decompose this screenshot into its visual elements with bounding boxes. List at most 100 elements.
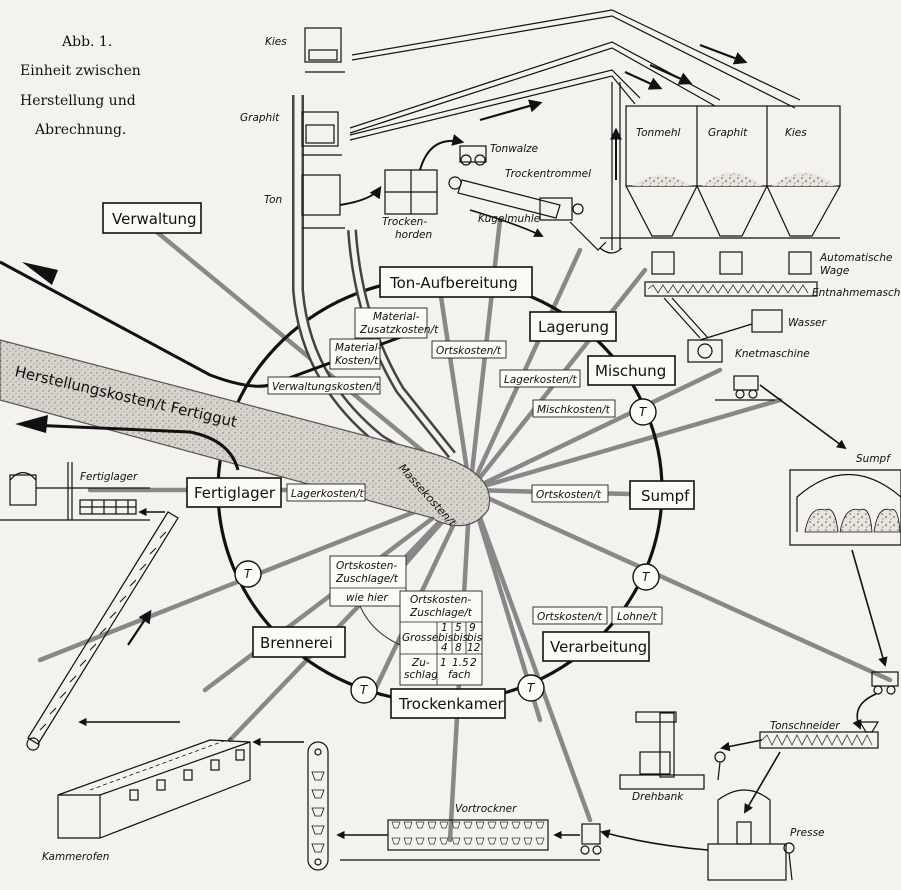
svg-text:Verwaltungskosten/t: Verwaltungskosten/t — [272, 381, 381, 393]
box-brennerei: Brennerei — [252, 626, 346, 658]
box-ton-aufbereitung: Ton-Aufbereitung — [379, 266, 533, 298]
t-node-trockenkammer: T — [350, 676, 378, 704]
label-lohne: Lohne/t — [611, 606, 663, 625]
svg-text:Sumpf: Sumpf — [641, 487, 690, 505]
svg-text:Ortskosten-: Ortskosten- — [410, 594, 471, 606]
drehbank — [619, 711, 726, 790]
svg-text:Ortskosten/t: Ortskosten/t — [436, 345, 502, 357]
svg-text:Ortskosten/t: Ortskosten/t — [537, 611, 603, 623]
label-wasser: Wasser — [788, 317, 827, 329]
bin-ton — [301, 174, 345, 229]
svg-text:Fertiglager: Fertiglager — [194, 484, 276, 502]
caption-line-3: Herstellung und — [20, 93, 136, 109]
svg-text:Zusatzkosten/t: Zusatzkosten/t — [359, 324, 439, 336]
label-lagerkosten-right: Lagerkosten/t — [499, 369, 581, 388]
svg-text:Lagerkosten/t: Lagerkosten/t — [291, 488, 364, 500]
label-mischkosten: Mischkosten/t — [532, 399, 616, 418]
svg-text:wie hier: wie hier — [346, 592, 388, 604]
box-fertiglager: Fertiglager — [186, 477, 282, 508]
label-entnahme: Entnahmemasch — [812, 287, 900, 299]
label-kugelmuhle: Kugelmuhle — [478, 213, 540, 225]
label-trockentrommel: Trockentrommel — [505, 168, 591, 180]
bin-kies — [304, 27, 345, 73]
label-tonschneider: Tonschneider — [770, 720, 840, 732]
label-ortskosten-zuschlaege: Ortskosten- Zuschlage/t wie hier — [329, 555, 407, 607]
label-material-zusatzkosten: Material- Zusatzkosten/t — [354, 307, 439, 339]
svg-text:1: 1 — [440, 657, 447, 669]
box-mischung: Mischung — [587, 355, 676, 386]
fertiglager-storage — [0, 462, 150, 521]
box-verarbeitung: Verarbeitung — [542, 631, 650, 662]
svg-text:Mischkosten/t: Mischkosten/t — [537, 404, 611, 416]
svg-text:T: T — [244, 567, 253, 581]
svg-text:T: T — [642, 570, 651, 584]
svg-text:Brennerei: Brennerei — [260, 634, 333, 652]
svg-text:Zu-: Zu- — [411, 657, 430, 669]
label-presse: Presse — [790, 827, 825, 839]
svg-text:Lagerkosten/t: Lagerkosten/t — [504, 374, 577, 386]
svg-text:Ortskosten/t: Ortskosten/t — [536, 489, 602, 501]
sumpf-chamber — [789, 469, 901, 546]
label-knetmaschine: Knetmaschine — [735, 348, 810, 360]
svg-text:Lagerung: Lagerung — [538, 318, 609, 336]
kugelmuhle — [539, 197, 607, 251]
box-trockenkammer: Trockenkamer — [390, 688, 506, 719]
label-sumpf: Sumpf — [856, 453, 892, 465]
knetmaschine — [663, 297, 723, 363]
label-graphit-silo: Graphit — [708, 127, 748, 139]
label-vortrockner: Vortrockner — [455, 803, 517, 815]
svg-text:Ortskosten-: Ortskosten- — [336, 560, 397, 572]
label-lagerkosten-left: Lagerkosten/t — [286, 483, 366, 502]
vortrockner — [340, 819, 600, 861]
svg-text:Zuschlage/t: Zuschlage/t — [335, 573, 399, 585]
outgoing-arrow-head — [15, 415, 48, 433]
svg-text:Kosten/t: Kosten/t — [335, 355, 379, 367]
svg-text:12: 12 — [467, 642, 481, 654]
svg-text:Zuschlage/t: Zuschlage/t — [409, 607, 473, 619]
svg-text:T: T — [639, 405, 648, 419]
caption-line-1: Abb. 1. — [61, 34, 112, 50]
caption-line-4: Abrechnung. — [34, 122, 126, 138]
label-verwaltungskosten: Verwaltungskosten/t — [267, 376, 381, 395]
trockentrommel — [448, 176, 561, 219]
label-fertiglager: Fertiglager — [80, 471, 138, 483]
knet-cart — [715, 375, 775, 401]
label-trockenhorden-2: horden — [395, 229, 432, 241]
presse-cart — [580, 823, 602, 855]
svg-text:Mischung: Mischung — [595, 362, 666, 380]
svg-text:Verarbeitung: Verarbeitung — [550, 638, 647, 656]
label-ortskosten-top: Ortskosten/t — [431, 340, 507, 359]
sumpf-cart — [871, 671, 899, 695]
label-ortskosten-sumpf: Ortskosten/t — [531, 484, 609, 503]
bin-graphit — [301, 111, 342, 156]
outgoing-arrow-line — [29, 423, 240, 471]
elevator — [307, 741, 329, 871]
label-drehbank: Drehbank — [632, 791, 684, 803]
svg-text:1.5: 1.5 — [452, 657, 469, 669]
caption-line-2: Einheit zwischen — [20, 63, 141, 79]
svg-text:Ton-Aufbereitung: Ton-Aufbereitung — [389, 274, 518, 292]
inclined-conveyor — [26, 511, 179, 751]
kammerofen — [57, 737, 251, 839]
silo-group — [600, 105, 841, 275]
zuschlag-table: Ortskosten- Zuschlage/t Grosse 1 bis 4 5… — [399, 590, 483, 686]
svg-text:bis: bis — [438, 632, 454, 644]
svg-text:4: 4 — [441, 642, 448, 654]
label-automatische: Automatische — [819, 252, 892, 264]
incoming-arrow-head — [22, 262, 58, 285]
conveyor-lines — [349, 9, 801, 250]
svg-text:Grosse: Grosse — [402, 632, 438, 644]
t-node-sumpf: T — [632, 563, 660, 591]
svg-text:T: T — [527, 681, 536, 695]
box-verwaltung: Verwaltung — [102, 202, 202, 234]
svg-text:Verwaltung: Verwaltung — [112, 210, 197, 228]
svg-text:1: 1 — [441, 622, 448, 634]
t-node-brennerei: T — [234, 560, 262, 588]
label-kies-top: Kies — [265, 36, 287, 48]
svg-text:T: T — [360, 683, 369, 697]
label-kies-silo: Kies — [785, 127, 807, 139]
trockenhorden — [384, 169, 438, 215]
box-sumpf: Sumpf — [629, 480, 695, 510]
label-wage: Wage — [820, 265, 849, 277]
